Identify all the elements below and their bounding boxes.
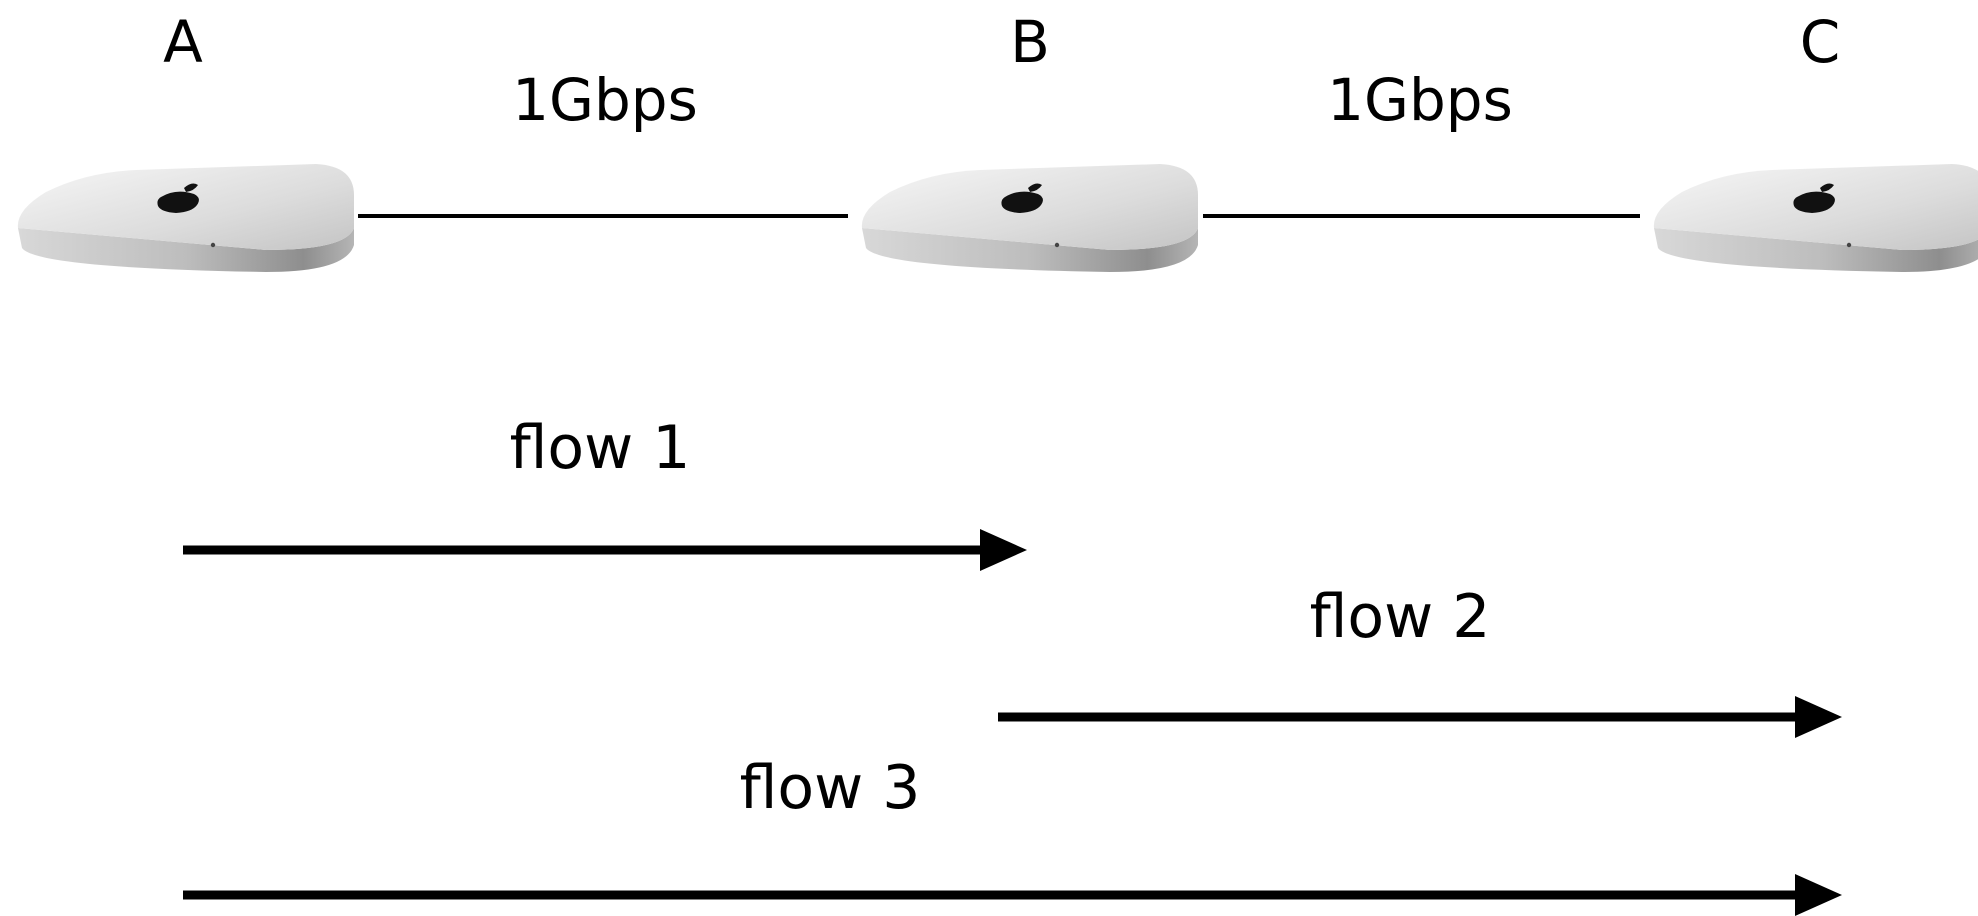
link-label-bc: 1Gbps — [1327, 66, 1513, 134]
flow-label-2: flow 2 — [1310, 582, 1491, 652]
mac-mini-icon — [1653, 164, 1978, 272]
flow-arrow-3 — [183, 874, 1842, 916]
flow-arrow-2 — [998, 696, 1842, 738]
link-label-ab: 1Gbps — [512, 66, 698, 134]
flow-arrow-1 — [183, 529, 1027, 571]
flow-label-3: flow 3 — [740, 753, 921, 823]
mac-mini-icon — [17, 164, 354, 272]
mac-mini-icon — [861, 164, 1198, 272]
flow-label-1: flow 1 — [510, 413, 691, 483]
node-label-a: A — [163, 8, 203, 76]
node-label-b: B — [1010, 8, 1050, 76]
node-label-c: C — [1800, 8, 1841, 76]
